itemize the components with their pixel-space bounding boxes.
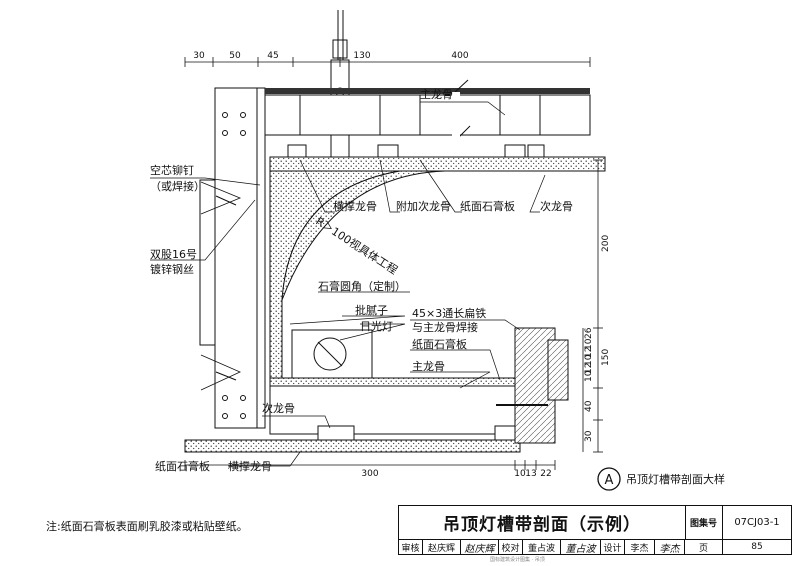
dim-bottom-4: 22 [540, 469, 551, 479]
gypsum-corner-piece [281, 170, 446, 301]
label-gypsum-board-mid: 纸面石膏板 [412, 337, 467, 351]
hanger-rod [330, 10, 350, 161]
label-radius-note: R＞100视具体工程 [313, 214, 400, 277]
leader-lines [150, 101, 546, 467]
designer-name: 李杰 [625, 539, 655, 555]
label-main-keel-top: 主龙骨 [420, 88, 453, 101]
label-gypsum-board-bottom: 纸面石膏板 [155, 459, 210, 473]
dim-right-8: 40 [584, 400, 594, 412]
gypsum-board-middle [269, 377, 521, 387]
detail-marker-letter: A [605, 473, 614, 488]
fluorescent-lamp [291, 329, 373, 379]
detail-caption: 吊顶灯槽带剖面大样 [626, 472, 725, 486]
right-dimension-line [582, 159, 603, 453]
title-block-bottom-row: 审核 赵庆辉 赵庆辉 校对 董占波 董占波 设计 李杰 李杰 页 85 [399, 539, 791, 555]
label-gypsum-board-top: 纸面石膏板 [460, 199, 515, 213]
dim-right-7: 150 [601, 349, 611, 366]
label-gypsum-corner: 石膏圆角（定制） [318, 279, 406, 293]
wall-column [199, 87, 266, 429]
drawing-title: 吊顶灯槽带剖面（示例） [399, 506, 686, 539]
dim-top-1: 30 [193, 51, 205, 61]
detail-marker-circle [597, 467, 621, 491]
wood-block-right [496, 327, 569, 444]
dim-right-2: 10 [584, 338, 594, 350]
keel-channels-top [287, 144, 545, 158]
main-keel-middle [269, 385, 521, 435]
footer-text: 国标建筑设计图集 · 吊顶 [490, 557, 545, 563]
label-hollow-rivet: 空芯铆钉 [150, 163, 194, 177]
label-cross-brace-keel: 横撑龙骨 [333, 199, 377, 213]
label-secondary-keel-top: 次龙骨 [540, 199, 573, 213]
gypsum-board-top-layer [269, 156, 606, 172]
dim-bottom-2: 10 [514, 469, 526, 479]
dim-right-6: 10 [584, 370, 594, 382]
title-block-top-row: 吊顶灯槽带剖面（示例） 图集号 07CJ03-1 [399, 506, 791, 540]
dim-bottom-3: 13 [525, 469, 536, 479]
dim-top-4: 130 [353, 51, 370, 61]
dim-right-3: 12 [584, 347, 594, 358]
label-or-weld: （或焊接） [150, 179, 205, 193]
label-fluorescent-lamp: 日光灯 [360, 319, 393, 333]
top-dimension-line [184, 57, 591, 67]
check-label: 校对 [499, 539, 523, 555]
dim-top-5: 400 [451, 51, 468, 61]
dim-right-4: 10 [584, 354, 594, 366]
review-label: 审核 [399, 539, 423, 555]
designer-signature: 李杰 [655, 539, 685, 555]
dim-top-3: 45 [267, 51, 278, 61]
label-double-wire-1: 双股16号 [150, 248, 197, 261]
dim-right-10: 200 [601, 235, 611, 252]
dim-bottom-1: 300 [361, 469, 378, 479]
checker-name: 董占波 [523, 539, 561, 555]
page-number: 85 [751, 542, 763, 552]
bottom-dimension-line [184, 460, 556, 470]
dim-top-2: 50 [229, 51, 241, 61]
dim-right-1: 26 [584, 327, 594, 339]
label-main-keel-mid: 主龙骨 [412, 360, 445, 373]
reviewer-signature: 赵庆辉 [461, 539, 499, 555]
atlas-number: 07CJ03-1 [734, 517, 780, 528]
label-flat-iron-2: 与主龙骨焊接 [412, 320, 478, 334]
page-label: 页 [685, 539, 723, 555]
gypsum-board-bottom-layer [184, 439, 521, 453]
dim-right-9: 30 [584, 430, 594, 442]
reviewer-name: 赵庆辉 [423, 539, 461, 555]
label-cross-brace-keel-bottom: 横撑龙骨 [228, 459, 272, 473]
design-label: 设计 [601, 539, 625, 555]
drawing-note: 注:纸面石膏板表面刷乳胶漆或粘贴壁纸。 [46, 520, 248, 533]
label-extra-secondary-keel: 附加次龙骨 [396, 199, 451, 213]
checker-signature: 董占波 [561, 539, 601, 555]
label-flat-iron-1: 45×3通长扁铁 [412, 307, 486, 320]
title-block: 吊顶灯槽带剖面（示例） 图集号 07CJ03-1 审核 赵庆辉 赵庆辉 校对 董… [398, 505, 792, 555]
label-putty: 批腻子 [355, 303, 388, 317]
atlas-label: 图集号 [685, 506, 723, 539]
dim-right-5: 12 [584, 363, 594, 374]
label-double-wire-2: 镀锌钢丝 [150, 262, 194, 276]
label-secondary-keel-bottom: 次龙骨 [262, 401, 295, 415]
keel-channels-bottom [317, 425, 520, 441]
